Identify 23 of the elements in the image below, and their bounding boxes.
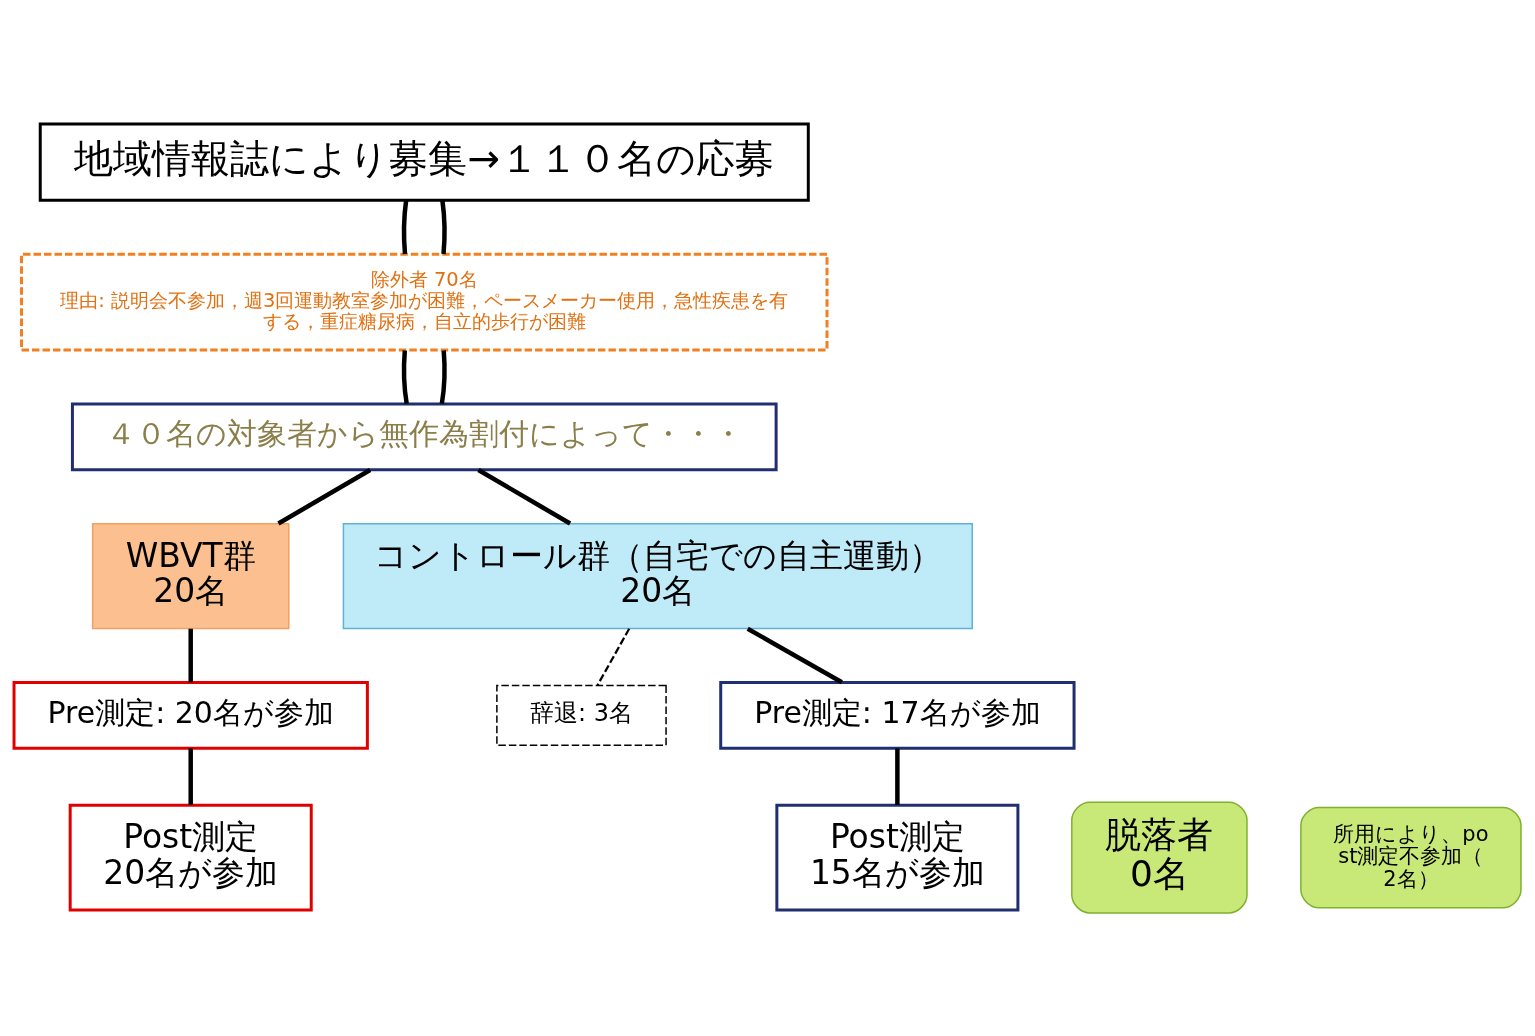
connector	[188, 628, 193, 682]
node-box: Pre測定: 20名が参加	[12, 680, 369, 750]
connector	[439, 349, 447, 404]
node-box: コントロール群（自宅での自主運動） 20名	[342, 522, 973, 629]
node-box: WBVT群 20名	[91, 522, 290, 629]
node-box: Pre測定: 17名が参加	[719, 680, 1076, 750]
node-box: 地域情報誌により募集→１１０名の応募	[38, 122, 810, 202]
connector	[477, 467, 572, 525]
connector	[746, 626, 843, 684]
connector	[401, 199, 409, 254]
connector	[401, 349, 409, 404]
connector	[895, 747, 900, 805]
node-box: Post測定 15名が参加	[775, 803, 1020, 911]
node-box: 辞退: 3名	[496, 684, 667, 746]
connector	[596, 627, 631, 686]
connector	[188, 747, 193, 805]
node-box: 脱落者 0名	[1071, 800, 1248, 914]
connector	[440, 199, 447, 254]
node-box: Post測定 20名が参加	[68, 803, 313, 911]
node-box: ４０名の対象者から無作為割付によって・・・	[70, 401, 778, 471]
node-box: 除外者 70名 理由: 説明会不参加，週3回運動教室参加が困難，ペースメーカー使用，急性疾患を有する，重症糖尿病，自立的歩行が困難	[20, 252, 829, 352]
node-box: 所用により、post測定不参加（2名）	[1300, 806, 1522, 908]
connector	[277, 467, 372, 525]
